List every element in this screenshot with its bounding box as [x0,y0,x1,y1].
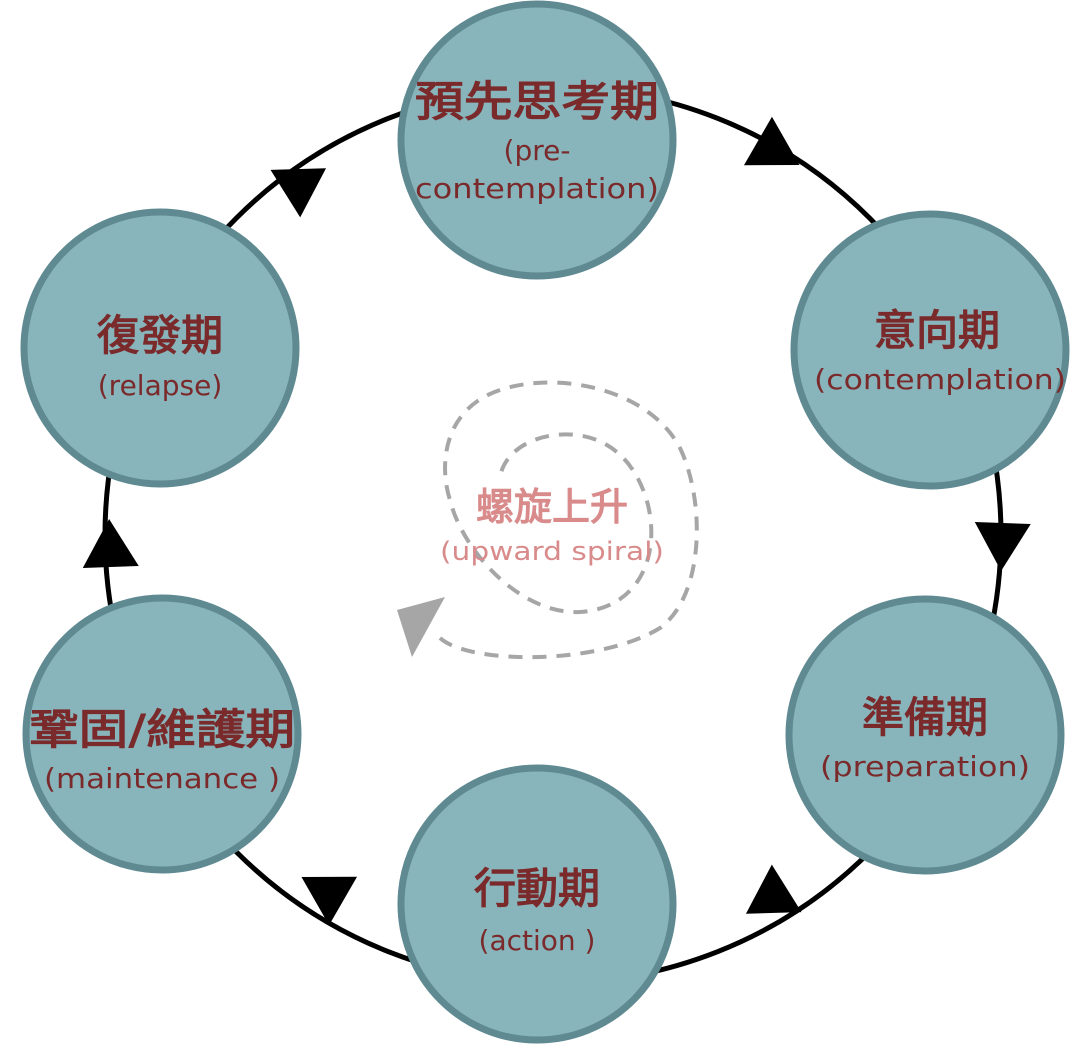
stage-circle-action[interactable] [397,764,677,1044]
stage-subtitle-precontemplation-line2: contemplation) [415,172,659,205]
center-title: 螺旋上升 [476,485,628,529]
stage-subtitle-precontemplation-line1: (pre- [504,134,571,167]
stage-circle-relapse[interactable] [20,208,300,488]
stage-subtitle-contemplation: (contemplation) [814,363,1066,396]
upward-spiral [397,380,699,660]
stage-title-relapse: 復發期 [96,311,223,360]
stage-title-maintenance: 鞏固/維護期 [29,705,295,754]
stage-title-contemplation: 意向期 [874,306,1000,355]
arrow-preparation-to-action [745,864,802,914]
stage-subtitle-maintenance: (maintenance ) [44,762,280,795]
arrow-precontemplation-to-contemplation [743,116,800,166]
stage-title-preparation: 準備期 [862,693,988,742]
spiral-path [438,380,699,660]
center-subtitle: (upward spiral) [440,537,664,567]
stage-circle-preparation[interactable] [785,595,1065,875]
stage-circle-precontemplation[interactable] [397,0,677,280]
stage-subtitle-preparation: (preparation) [820,750,1030,783]
stage-circles [20,0,1070,1044]
center-label: 螺旋上升 (upward spiral) [440,485,664,567]
arrow-contemplation-to-preparation [974,522,1031,571]
arrow-relapse-to-precontemplation [270,168,327,218]
arrow-maintenance-to-relapse [82,519,139,568]
stage-title-precontemplation: 預先思考期 [415,77,659,126]
stage-circle-contemplation[interactable] [790,210,1070,490]
stage-subtitle-relapse: (relapse) [98,369,223,402]
stage-subtitle-action: (action ) [479,924,596,957]
spiral-arrowhead [397,597,445,657]
stage-labels: 預先思考期 (pre- contemplation) 意向期 (contempl… [29,77,1066,957]
stage-circle-maintenance[interactable] [22,594,302,874]
cycle-arrows [82,116,1031,926]
stage-title-action: 行動期 [474,864,600,913]
arrow-action-to-maintenance [301,876,358,926]
